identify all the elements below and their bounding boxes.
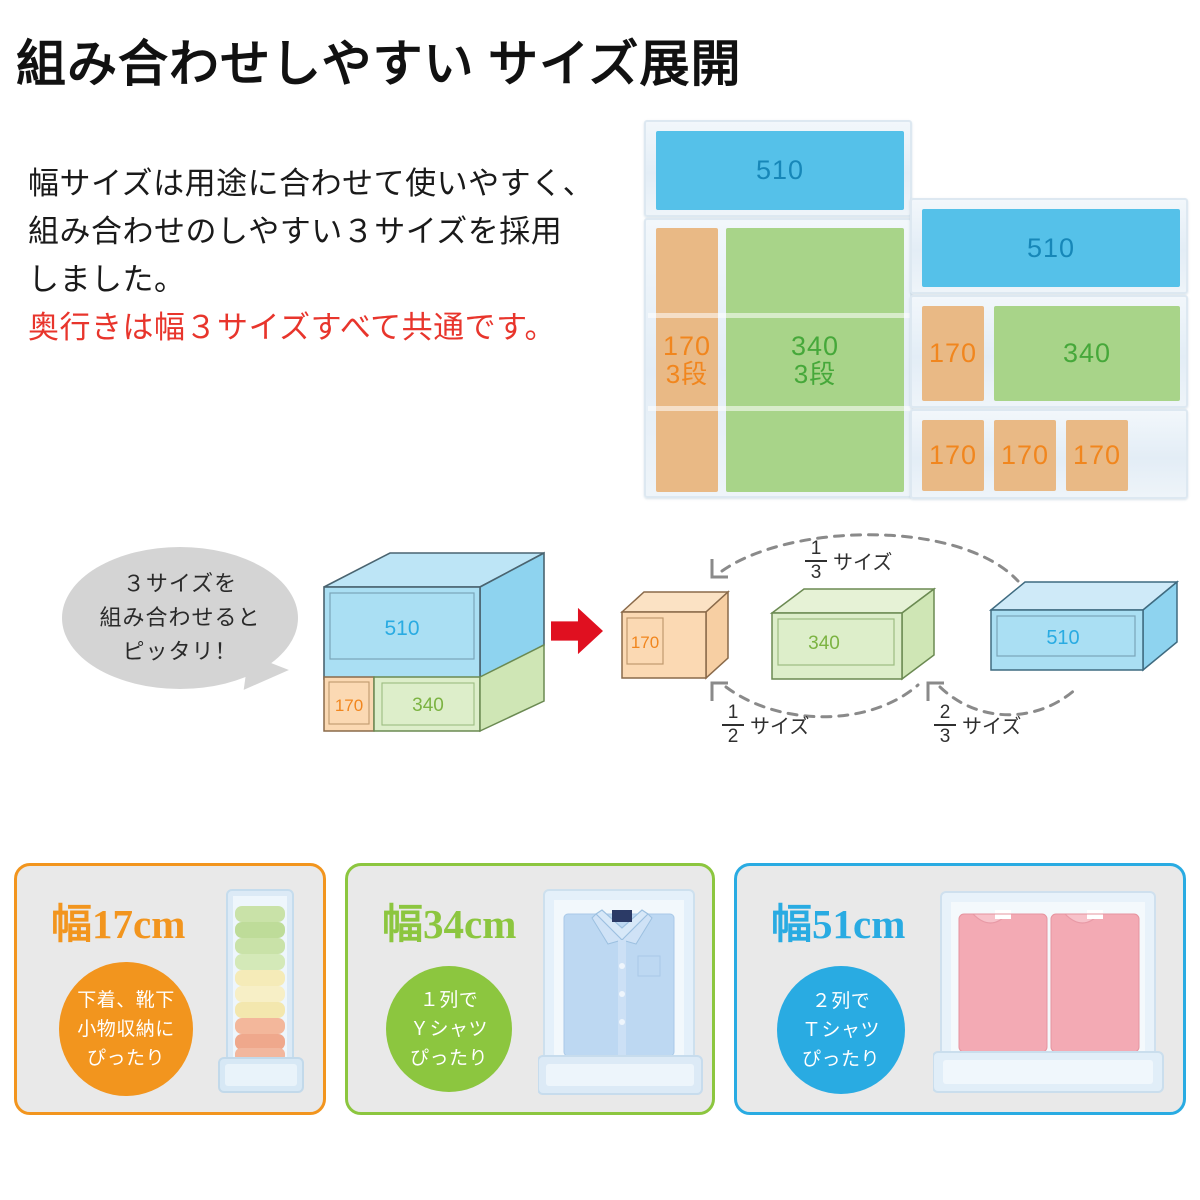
- size-panels: 幅17cm 下着、靴下 小物収納に ぴったり: [0, 855, 1200, 1125]
- right-cabinet-top-frame: 510: [910, 198, 1188, 294]
- cabinet-diagram: 510 170 3段 340 3段 510 170 340 170 170: [640, 118, 1188, 500]
- right-cabinet-drawer-340: 340: [994, 306, 1180, 401]
- stacked-drawer-unit: 510 170 340: [323, 551, 545, 733]
- right-cabinet-drawer-170-a: 170: [922, 420, 984, 491]
- intro-accent-line: 奥行きは幅３サイズすべて共通です。: [28, 310, 557, 345]
- right-cabinet-bottom-frame: 170 170 170: [910, 409, 1188, 499]
- photo-dress-shirt-drawer: [538, 889, 703, 1095]
- photo-two-pink-tshirts-drawer: [933, 891, 1164, 1093]
- drawer-tier-label: 3段: [793, 358, 837, 389]
- shelf-divider: [648, 313, 912, 318]
- left-cabinet-drawer-340-3dan: 340 3段: [726, 228, 904, 492]
- separate-box-340: 340: [769, 587, 937, 681]
- left-cabinet-body-frame: 170 3段 340 3段: [644, 218, 912, 498]
- right-cabinet-drawer-510: 510: [922, 209, 1180, 287]
- fraction-two-thirds: 2 3: [934, 703, 956, 747]
- fraction-bar: [934, 723, 956, 726]
- intro-paragraph: 幅サイズは用途に合わせて使いやすく、 組み合わせのしやすい３サイズを採用 しまし…: [28, 160, 608, 352]
- fraction-label-two-thirds: 2 3 サイズ: [934, 703, 1021, 747]
- bubble-line-2: 組み合わせると: [99, 605, 261, 630]
- right-cabinet-drawer-170-b: 170: [994, 420, 1056, 491]
- fraction-one-third: 1 3: [805, 539, 827, 583]
- iso-label: 340: [808, 633, 840, 654]
- fraction-unit: サイズ: [833, 552, 893, 575]
- intro-line-2: 組み合わせのしやすい３サイズを採用: [28, 214, 563, 249]
- fraction-unit: サイズ: [962, 716, 1022, 739]
- panel-width-17cm[interactable]: 幅17cm 下着、靴下 小物収納に ぴったり: [14, 863, 326, 1115]
- right-cabinet-drawer-170: 170: [922, 306, 984, 401]
- iso-label-340: 340: [412, 695, 444, 716]
- badge-line-2: 小物収納に: [77, 1018, 175, 1040]
- relationship-arcs: [710, 533, 1080, 719]
- drawer-size-label: 170: [662, 331, 712, 362]
- photo-folded-towels-narrow-drawer: [218, 889, 304, 1093]
- badge-line-1: 下着、靴下: [77, 989, 175, 1011]
- iso-label-510: 510: [384, 617, 419, 640]
- fraction-one-half: 1 2: [722, 703, 744, 747]
- left-cabinet-top-frame: 510: [644, 120, 912, 217]
- intro-line-3: しました。: [28, 262, 186, 297]
- iso-label: 510: [1046, 627, 1079, 649]
- panel-title: 幅17cm: [51, 901, 186, 947]
- badge-line-2: Ｔシャツ: [801, 1019, 880, 1041]
- right-cabinet-middle-frame: 170 340: [910, 295, 1188, 408]
- fraction-bar: [805, 559, 827, 562]
- panel-title: 幅51cm: [771, 901, 906, 947]
- shelf-divider: [648, 406, 912, 411]
- left-cabinet-drawer-510: 510: [656, 131, 904, 210]
- panel-width-51cm[interactable]: 幅51cm ２列で Ｔシャツ ぴったり: [734, 863, 1186, 1115]
- arrow-right-icon: [551, 607, 603, 655]
- speech-bubble: ３サイズを 組み合わせると ピッタリ！: [62, 547, 298, 689]
- fraction-label-one-half: 1 2 サイズ: [722, 703, 809, 747]
- badge-line-1: １列で: [419, 989, 479, 1011]
- badge-line-1: ２列で: [811, 990, 871, 1012]
- right-cabinet-drawer-170-c: 170: [1066, 420, 1128, 491]
- panel-width-34cm[interactable]: 幅34cm １列で Ｙシャツ ぴったり: [345, 863, 715, 1115]
- badge-line-3: ぴったり: [86, 1047, 165, 1069]
- separate-box-170: 170: [620, 590, 730, 680]
- bubble-line-3: ピッタリ！: [122, 639, 238, 664]
- drawer-size-label: 340: [790, 331, 840, 362]
- panel-badge: ２列で Ｔシャツ ぴったり: [777, 966, 905, 1094]
- iso-label-170: 170: [335, 696, 363, 715]
- drawer-tier-label: 3段: [665, 358, 709, 389]
- badge-line-2: Ｙシャツ: [409, 1018, 488, 1040]
- combination-section: ３サイズを 組み合わせると ピッタリ！ 510 170 340: [0, 515, 1200, 775]
- panel-badge: 下着、靴下 小物収納に ぴったり: [59, 962, 193, 1096]
- badge-line-3: ぴったり: [409, 1047, 488, 1069]
- bubble-line-1: ３サイズを: [122, 571, 238, 596]
- left-cabinet-drawer-170-3dan: 170 3段: [656, 228, 718, 492]
- iso-label: 170: [631, 633, 659, 652]
- fraction-label-one-third: 1 3 サイズ: [805, 539, 892, 583]
- panel-title: 幅34cm: [382, 901, 517, 947]
- separate-box-510: 510: [988, 580, 1180, 672]
- panel-badge: １列で Ｙシャツ ぴったり: [386, 966, 512, 1092]
- fraction-bar: [722, 723, 744, 726]
- page-title: 組み合わせしやすい サイズ展開: [16, 36, 742, 92]
- intro-line-1: 幅サイズは用途に合わせて使いやすく、: [28, 166, 595, 201]
- badge-line-3: ぴったり: [801, 1048, 880, 1070]
- fraction-unit: サイズ: [750, 716, 810, 739]
